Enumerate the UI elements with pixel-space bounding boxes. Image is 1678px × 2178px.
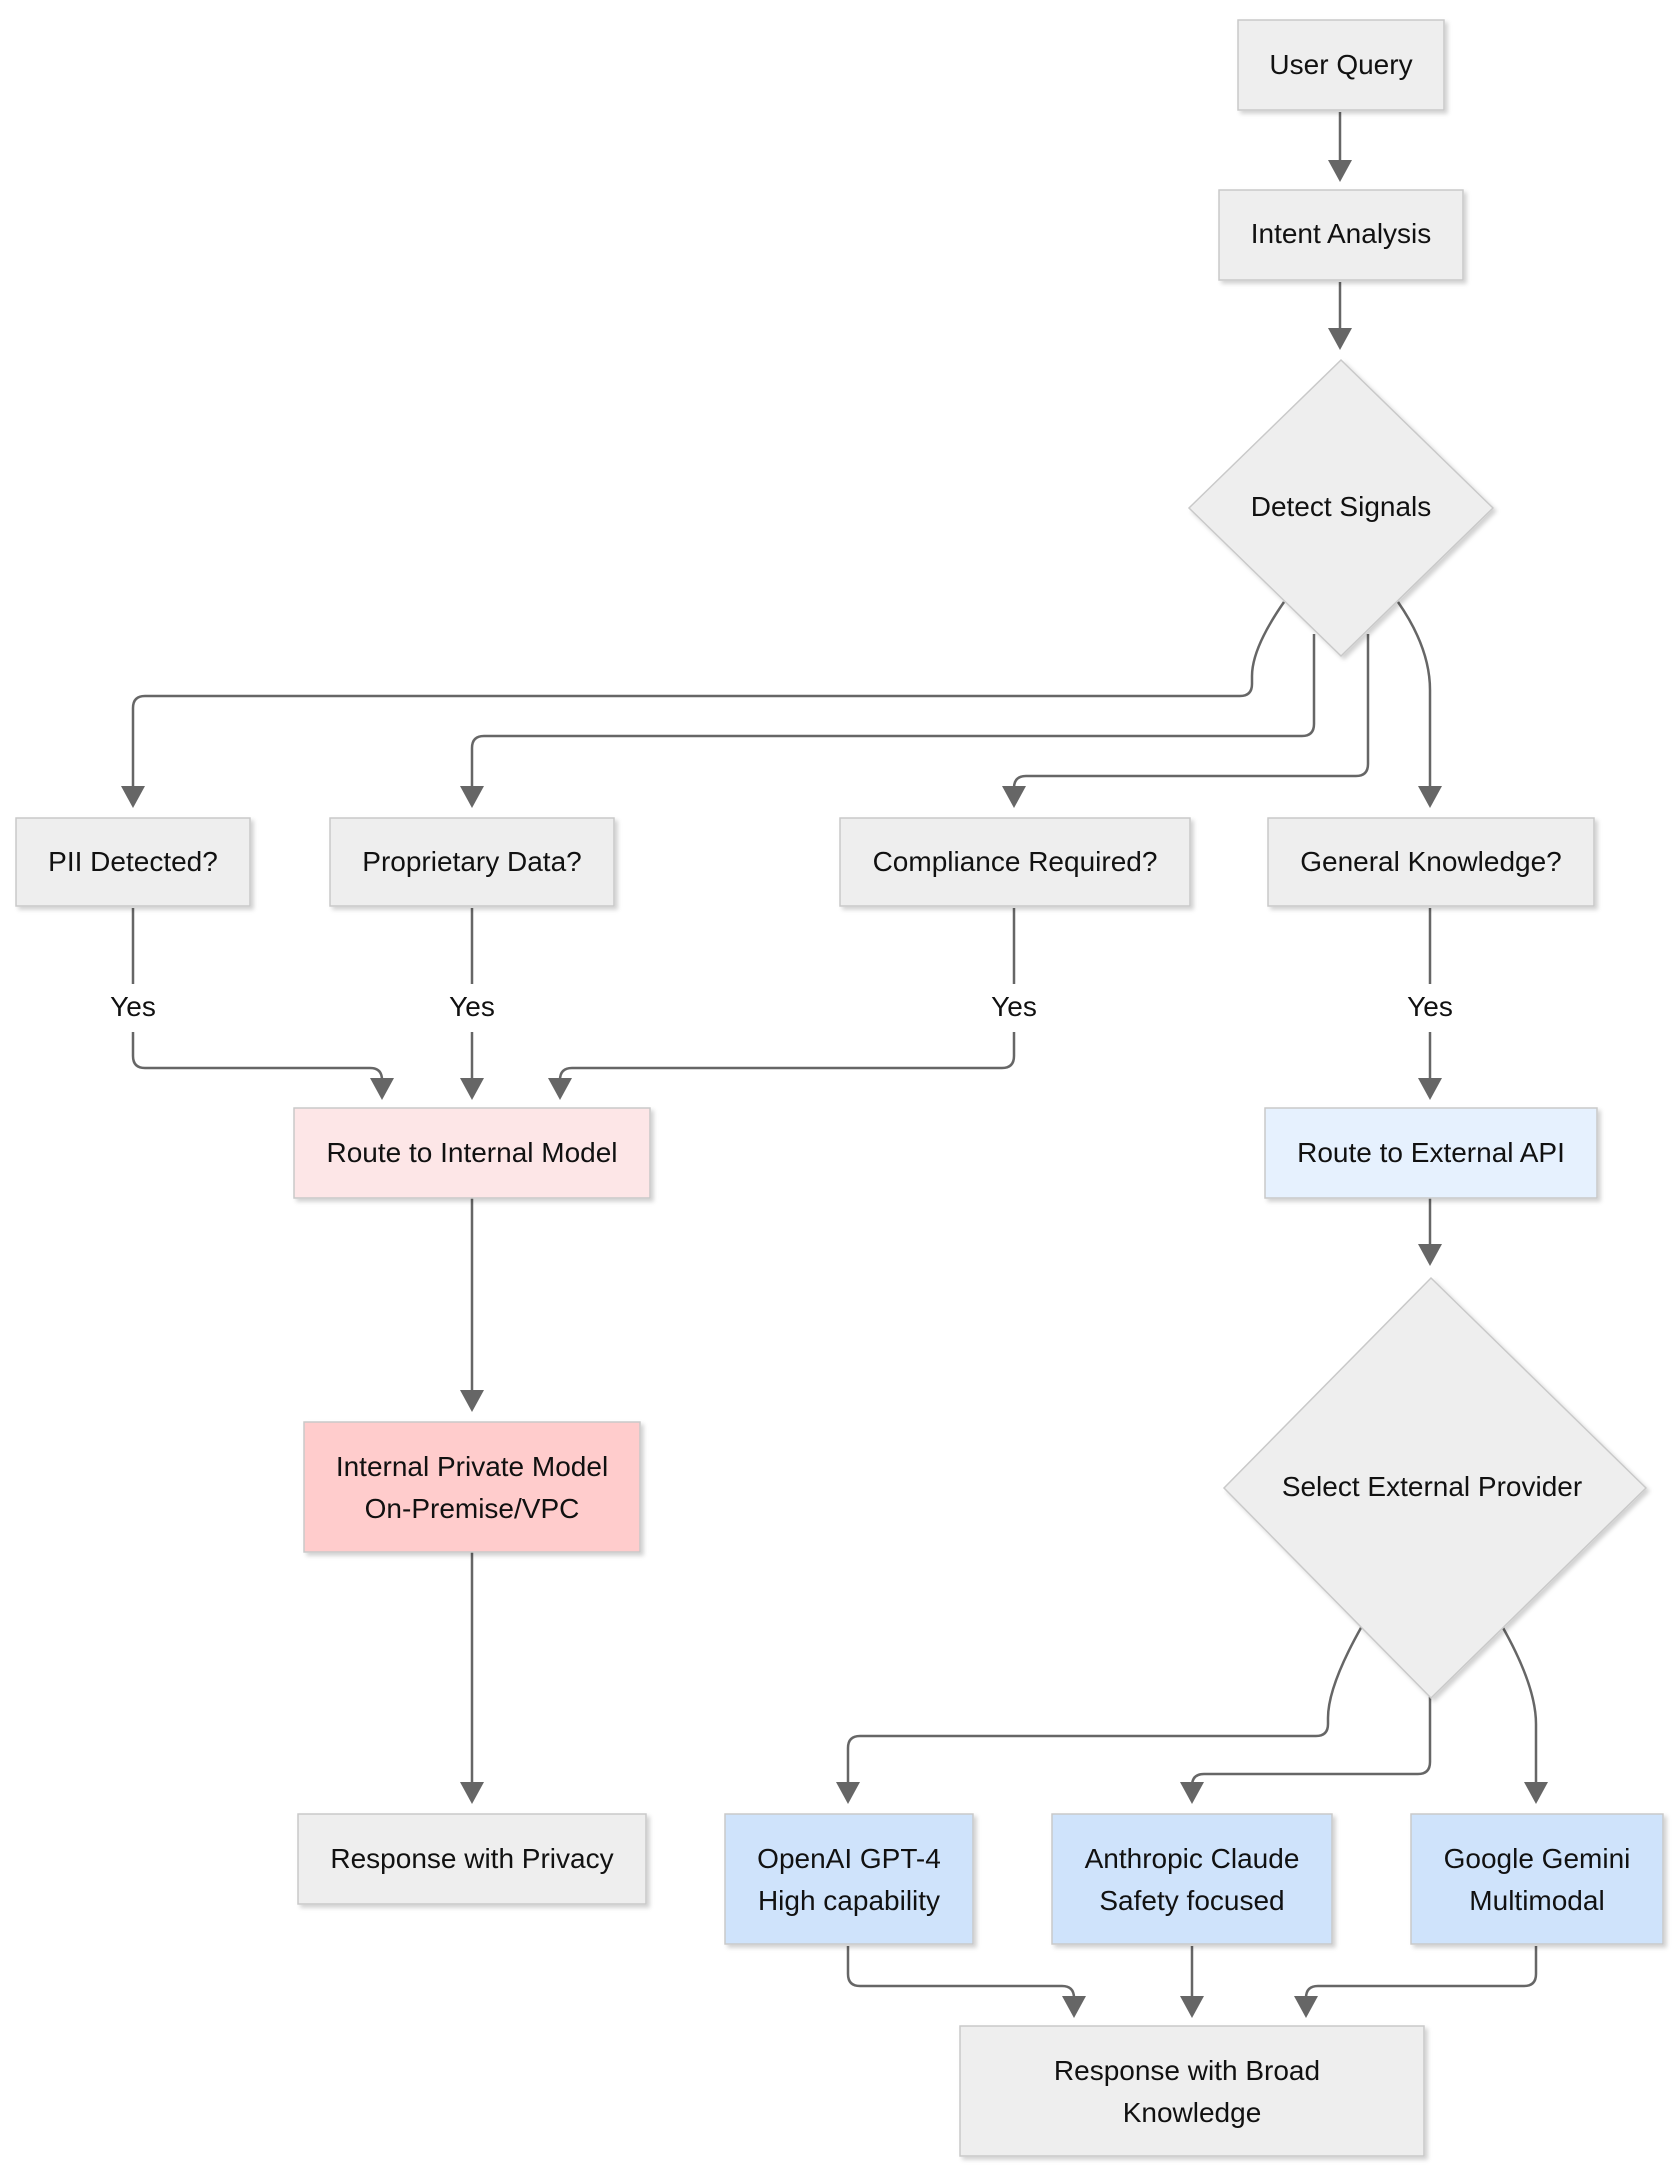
node-label: General Knowledge? — [1300, 846, 1562, 877]
node-label-line1: Internal Private Model — [336, 1451, 608, 1482]
edges — [121, 112, 1548, 2018]
node-box — [1410, 1813, 1664, 1945]
arrowhead — [370, 1078, 394, 1100]
arrowhead — [836, 1782, 860, 1804]
node-intent-analysis[interactable]: Intent Analysis — [1218, 189, 1464, 281]
node-box — [329, 817, 615, 907]
edge-detect-to-pii — [131, 601, 1286, 788]
edge-label-general-yes: Yes — [1407, 991, 1453, 1022]
node-openai-gpt4[interactable]: OpenAI GPT-4 High capability — [724, 1813, 974, 1945]
arrowhead — [548, 1078, 572, 1100]
edge-openai-to-response-broad — [846, 1946, 1076, 1999]
edge-select-to-anthropic — [1190, 1696, 1432, 1787]
node-route-internal[interactable]: Route to Internal Model — [293, 1107, 651, 1199]
arrowhead — [460, 1078, 484, 1100]
edge-detect-to-compliance — [1012, 634, 1370, 790]
node-box — [297, 1813, 647, 1905]
node-google-gemini[interactable]: Google Gemini Multimodal — [1410, 1813, 1664, 1945]
node-label: Detect Signals — [1251, 491, 1432, 522]
node-box — [303, 1421, 641, 1553]
edge-pii-to-route-internal-tail — [131, 1032, 384, 1081]
arrowhead — [460, 786, 484, 808]
edge-google-to-response-broad — [1304, 1946, 1538, 1999]
node-box — [959, 2025, 1425, 2157]
node-label-line1: Google Gemini — [1444, 1843, 1631, 1874]
edge-label-proprietary-yes: Yes — [449, 991, 495, 1022]
node-proprietary-data[interactable]: Proprietary Data? — [329, 817, 615, 907]
arrowhead — [460, 1782, 484, 1804]
node-general-knowledge[interactable]: General Knowledge? — [1267, 817, 1595, 907]
node-box — [293, 1107, 651, 1199]
edge-compliance-to-route-internal-tail — [558, 1032, 1016, 1081]
node-user-query[interactable]: User Query — [1237, 19, 1445, 111]
arrowhead — [460, 1390, 484, 1412]
node-label-line2: On-Premise/VPC — [365, 1493, 580, 1524]
node-route-external[interactable]: Route to External API — [1264, 1107, 1598, 1199]
node-label-line1: OpenAI GPT-4 — [757, 1843, 941, 1874]
decision-diamond — [1187, 358, 1495, 658]
node-label: Route to Internal Model — [326, 1137, 617, 1168]
arrowhead — [1418, 1078, 1442, 1100]
arrowhead — [1180, 1996, 1204, 2018]
node-label: Select External Provider — [1282, 1471, 1582, 1502]
node-box — [15, 817, 251, 907]
node-box — [1051, 1813, 1333, 1945]
arrowhead — [1294, 1996, 1318, 2018]
node-box — [1218, 189, 1464, 281]
node-response-privacy[interactable]: Response with Privacy — [297, 1813, 647, 1905]
node-response-broad[interactable]: Response with Broad Knowledge — [959, 2025, 1425, 2157]
arrowhead — [1328, 328, 1352, 350]
node-box — [839, 817, 1191, 907]
node-label-line2: Safety focused — [1099, 1885, 1284, 1916]
node-label-line2: High capability — [758, 1885, 940, 1916]
node-label-line1: Anthropic Claude — [1085, 1843, 1300, 1874]
arrowhead — [1524, 1782, 1548, 1804]
edge-label-pii-yes: Yes — [110, 991, 156, 1022]
node-compliance-required[interactable]: Compliance Required? — [839, 817, 1191, 907]
arrowhead — [121, 786, 145, 808]
edge-labels: Yes Yes Yes Yes — [110, 991, 1453, 1022]
node-box — [724, 1813, 974, 1945]
arrowhead — [1002, 786, 1026, 808]
arrowhead — [1418, 786, 1442, 808]
edge-select-to-google — [1500, 1625, 1538, 1784]
node-label: User Query — [1269, 49, 1412, 80]
node-label-line1: Response with Broad — [1054, 2055, 1320, 2086]
decision-diamond — [1222, 1276, 1648, 1700]
node-label-line2: Knowledge — [1123, 2097, 1262, 2128]
nodes: User Query Intent Analysis Detect Signal… — [15, 19, 1664, 2157]
node-internal-model[interactable]: Internal Private Model On-Premise/VPC — [303, 1421, 641, 1553]
arrowhead — [1180, 1782, 1204, 1804]
node-box — [1237, 19, 1445, 111]
node-label: Response with Privacy — [330, 1843, 613, 1874]
node-detect-signals[interactable]: Detect Signals — [1187, 358, 1495, 658]
node-label: Compliance Required? — [873, 846, 1158, 877]
node-label: Proprietary Data? — [362, 846, 581, 877]
node-label: Intent Analysis — [1251, 218, 1432, 249]
edge-detect-to-proprietary — [470, 634, 1316, 788]
node-select-provider[interactable]: Select External Provider — [1222, 1276, 1648, 1700]
node-box — [1264, 1107, 1598, 1199]
arrowhead — [1062, 1996, 1086, 2018]
node-label: PII Detected? — [48, 846, 218, 877]
node-anthropic-claude[interactable]: Anthropic Claude Safety focused — [1051, 1813, 1333, 1945]
edge-label-compliance-yes: Yes — [991, 991, 1037, 1022]
node-label: Route to External API — [1297, 1137, 1565, 1168]
edge-select-to-openai — [846, 1625, 1364, 1784]
node-pii-detected[interactable]: PII Detected? — [15, 817, 251, 907]
arrowhead — [1328, 160, 1352, 182]
node-box — [1267, 817, 1595, 907]
node-label-line2: Multimodal — [1469, 1885, 1604, 1916]
edge-detect-to-general — [1396, 601, 1432, 788]
arrowhead — [1418, 1244, 1442, 1266]
